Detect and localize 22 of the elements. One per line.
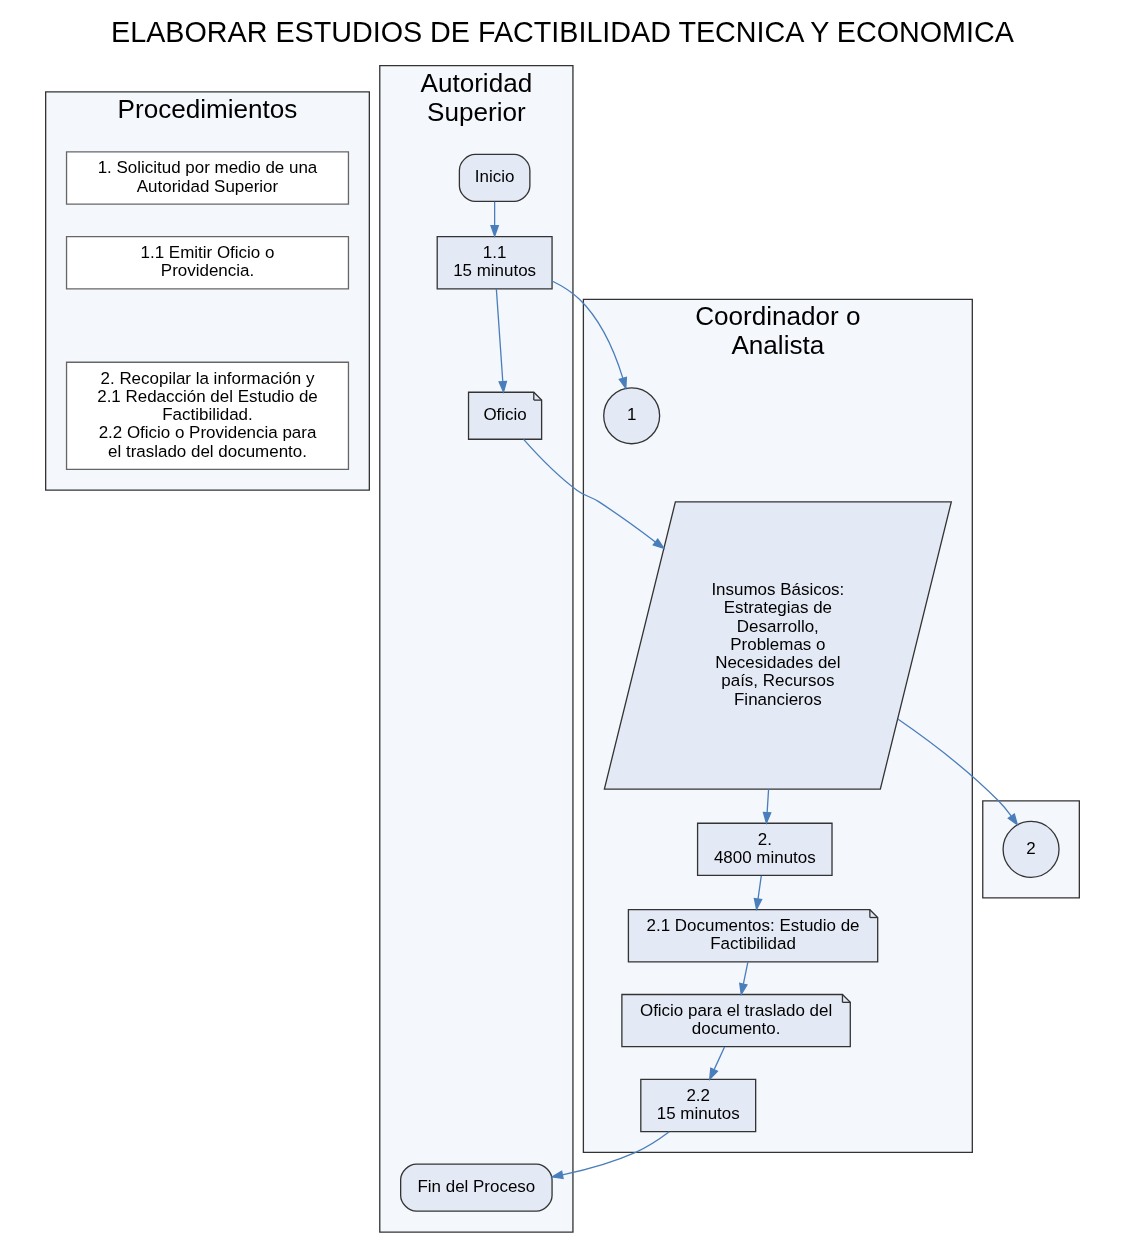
node-circle: 2 xyxy=(1001,820,1060,878)
arrow xyxy=(550,280,627,391)
node-box: 1. Solicitud por medio de una Autoridad Superior xyxy=(65,151,349,205)
cluster xyxy=(981,800,1080,899)
node-circle: 1 xyxy=(602,387,660,445)
arrow xyxy=(896,718,1018,827)
node-box: 1.1 15 minutos xyxy=(436,236,553,290)
arrow xyxy=(708,1046,725,1081)
diagram-title: ELABORAR ESTUDIOS DE FACTIBILIDAD TECNICA Y ECONOMICA xyxy=(110,15,1014,48)
arrow xyxy=(738,961,749,997)
arrow xyxy=(753,875,763,912)
node-box: Inicio xyxy=(458,153,531,203)
node-box: 2. Recopilar la información y 2.1 Redacción del Estudio de Factibilidad. 2.2 Oficio o Providencia para el traslado del documento. xyxy=(65,361,349,470)
arrow xyxy=(549,1131,670,1180)
node-box: 2.2 15 minutos xyxy=(639,1078,756,1133)
arrow xyxy=(522,438,665,550)
node-box: 1.1 Emitir Oficio o Providencia. xyxy=(65,236,349,290)
arrow xyxy=(495,288,507,395)
arrow xyxy=(762,788,772,825)
node-box: Fin del Proceso xyxy=(399,1163,553,1212)
node-box: 2. 4800 minutos xyxy=(696,822,833,877)
arrow xyxy=(489,201,499,239)
